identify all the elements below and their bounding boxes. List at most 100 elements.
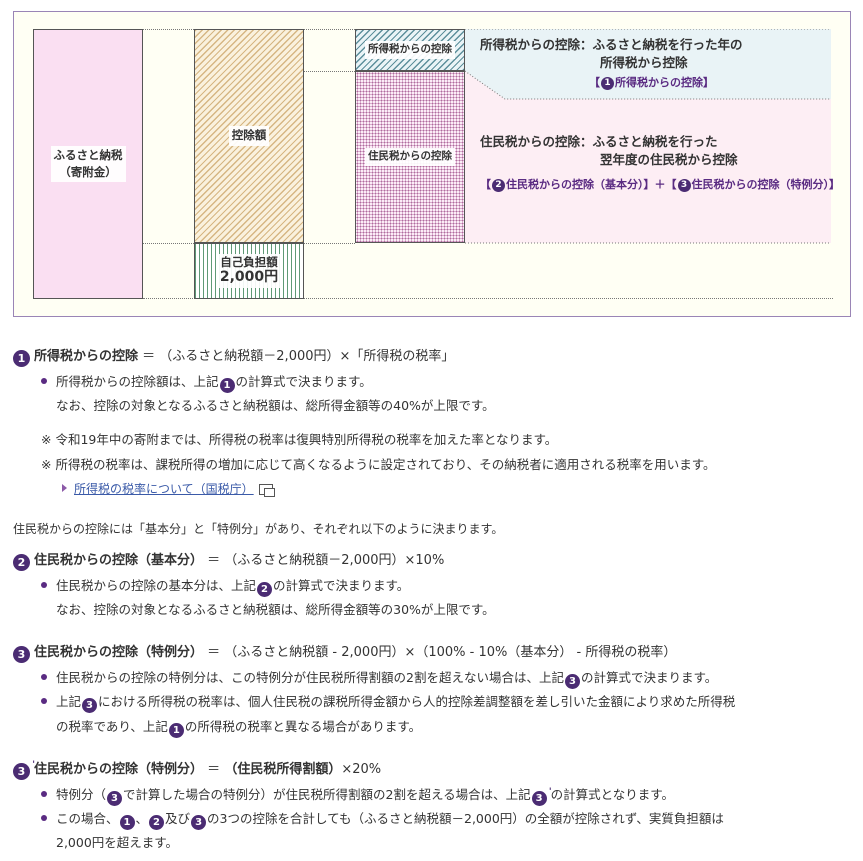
bullet-icon [41,582,47,588]
guide-line [304,29,355,30]
deduction-bands [465,29,831,244]
circle-number-3: 3 [564,674,580,689]
s2-title: 住民税からの控除（基本分） [34,553,204,568]
circle-number-2: 2 [492,179,505,192]
s3p-b1-text-a: 特例分（ [56,787,107,802]
guide-line [304,71,355,72]
guide-line [143,29,194,30]
s2-b1-text-b: の計算式で決まります。 [273,578,410,593]
s1-formula: ＝ （ふるさと納税額－2,000円）×「所得税の税率」 [142,349,455,364]
circle-number-1: 1 [168,723,184,738]
s1-b1-text-b: の計算式で決まります。 [235,374,372,389]
s2-b1-line2: なお、控除の対象となるふるさと納税額は、総所得金額等の30%が上限です。 [56,602,495,617]
jumin-intro-text: 住民税からの控除には「基本分」と「特例分」があり、それぞれ以下のように決まります… [13,522,504,536]
s3p-b1-text-c: の計算式となります。 [550,787,674,802]
circle-number-1: 1 [119,815,135,830]
s2-b1-text-a: 住民税からの控除の基本分は、上記 [56,578,257,593]
s3p-formula-base: （住民税所得割額） [224,762,342,777]
prime-mark: ' [548,787,552,797]
s3-heading: 3 住民税からの控除（特例分） ＝ （ふるさと納税額 - 2,000円）×（100… [13,644,676,663]
s3p-b2-sep2: 及び [165,811,191,826]
s3-b2-line2-a: の税率であり、上記 [56,719,168,734]
guide-line [304,243,355,244]
jiko-box: 自己負担額 2,000円 [194,243,304,299]
circle-number-3: 3 [677,179,691,192]
furusato-label-line1: ふるさと納税 [53,147,123,162]
s1-b1-text-a: 所得税からの控除額は、上記 [56,374,219,389]
s1-link-row[interactable]: 所得税の税率について（国税庁） [62,480,275,498]
bullet-icon [41,698,47,704]
s3-b1-text-a: 住民税からの控除の特例分は、この特例分が住民税所得割額の2割を超えない場合は、上… [56,670,564,685]
jumin-box: 住民税からの控除 [355,71,465,243]
s3-b2-text-b: における所得税の税率は、個人住民税の課税所得金額から人的控除差調整額を差し引いた… [98,694,736,709]
jumin-desc-head: 住民税からの控除： [480,134,593,149]
s2-heading: 2 住民税からの控除（基本分） ＝ （ふるさと納税額－2,000円）×10% [13,552,444,571]
jiko-label: 自己負担額 2,000円 [216,254,282,288]
s3p-b2-sep1: 、 [135,811,149,826]
s3-b2-line2-b: の所得税の税率と異なる場合があります。 [184,719,422,734]
s3p-b1-num2: 3 [535,793,543,804]
circle-number-3-prime: 3' [13,760,35,780]
s3-bullet-1: 住民税からの控除の特例分は、この特例分が住民税所得割額の2割を超えない場合は、上… [41,669,717,689]
s1-title: 所得税からの控除 [34,349,139,364]
shotoku-box-label: 所得税からの控除 [365,41,455,59]
jumin-desc: 住民税からの控除：ふるさと納税を行った 翌年度の住民税から控除 [480,133,738,168]
jumin-desc-line1: ふるさと納税を行った [592,134,718,149]
s3-title: 住民税からの控除（特例分） [34,645,204,660]
shotoku-note-bracket: 【 [589,76,600,89]
jiko-amount: 2,000円 [219,269,279,286]
s2-formula: ＝ （ふるさと納税額－2,000円）×10% [207,553,445,568]
circle-number-3: 3 [191,815,207,830]
s3p-b1-text-b: で計算した場合の特例分）が住民税所得割額の2割を超える場合は、上記 [123,787,531,802]
jumin-note-text1: 住民税からの控除（基本分）】＋【 [506,178,677,191]
bullet-icon [41,815,47,821]
band-divider-line [465,70,831,100]
circle-number-2: 2 [257,582,273,597]
tax-rate-link[interactable]: 所得税の税率について（国税庁） [74,482,254,496]
bullet-icon [41,674,47,680]
jumin-note-bracket: 【 [480,178,491,191]
s1-note-2: ※ 所得税の税率は、課税所得の増加に応じて高くなるように設定されており、その納税… [41,457,716,472]
deduction-diagram: ふるさと納税 （寄附金） 控除額 自己負担額 2,000円 所得税からの控除 住… [13,11,851,317]
triangle-arrow-icon [62,484,67,492]
circle-number-3-prime: 3' [531,787,552,806]
circle-number-3: 3 [13,646,30,663]
circle-number-3: 3 [82,698,98,713]
furusato-label: ふるさと納税 （寄附金） [50,145,126,183]
jiko-label-text: 自己負担額 [220,255,278,270]
external-window-icon [258,484,275,497]
s3p-b2-line2: 2,000円を超えます。 [56,835,179,850]
s3p-num: 3 [17,765,26,778]
s1-note-1: ※ 令和19年中の寄附までは、所得税の税率は復興特別所得税の税率を加えた率となり… [41,432,558,447]
jumin-band [465,71,831,243]
shotoku-desc-line1: ふるさと納税を行った年の [592,37,743,52]
s1-heading: 1 所得税からの控除 ＝ （ふるさと納税額－2,000円）×「所得税の税率」 [13,348,454,367]
bullet-icon [41,378,47,384]
s3p-b2-text-b: の3つの控除を合計しても（ふるさと納税額－2,000円）の全額が控除されず、実質… [207,811,724,826]
circle-number-2: 2 [13,554,30,571]
kojo-label: 控除額 [228,126,270,146]
s3-b2-text-a: 上記 [56,694,82,709]
jumin-box-label: 住民税からの控除 [365,148,455,166]
kojo-box: 控除額 [194,29,304,243]
s3-formula: ＝ （ふるさと納税額 - 2,000円）×（100% - 10%（基本分） - … [207,645,677,660]
shotoku-note-text: 所得税からの控除】 [615,76,714,89]
s3p-b2-text-a: この場合、 [56,811,119,826]
s3p-heading: 3'住民税からの控除（特例分） ＝ （住民税所得割額）×20% [13,760,381,780]
jumin-note-text2: 住民税からの控除（特例分）】 [691,178,841,191]
circle-number-1: 1 [13,350,30,367]
circle-number-2: 2 [149,815,165,830]
shotoku-desc: 所得税からの控除：ふるさと納税を行った年の 所得税から控除 [480,36,743,71]
prime-mark: ' [32,760,35,770]
shotoku-band [465,29,831,99]
jumin-desc-line2: 翌年度の住民税から控除 [600,151,738,167]
guide-line [143,298,833,299]
furusato-box: ふるさと納税 （寄附金） [33,29,143,299]
